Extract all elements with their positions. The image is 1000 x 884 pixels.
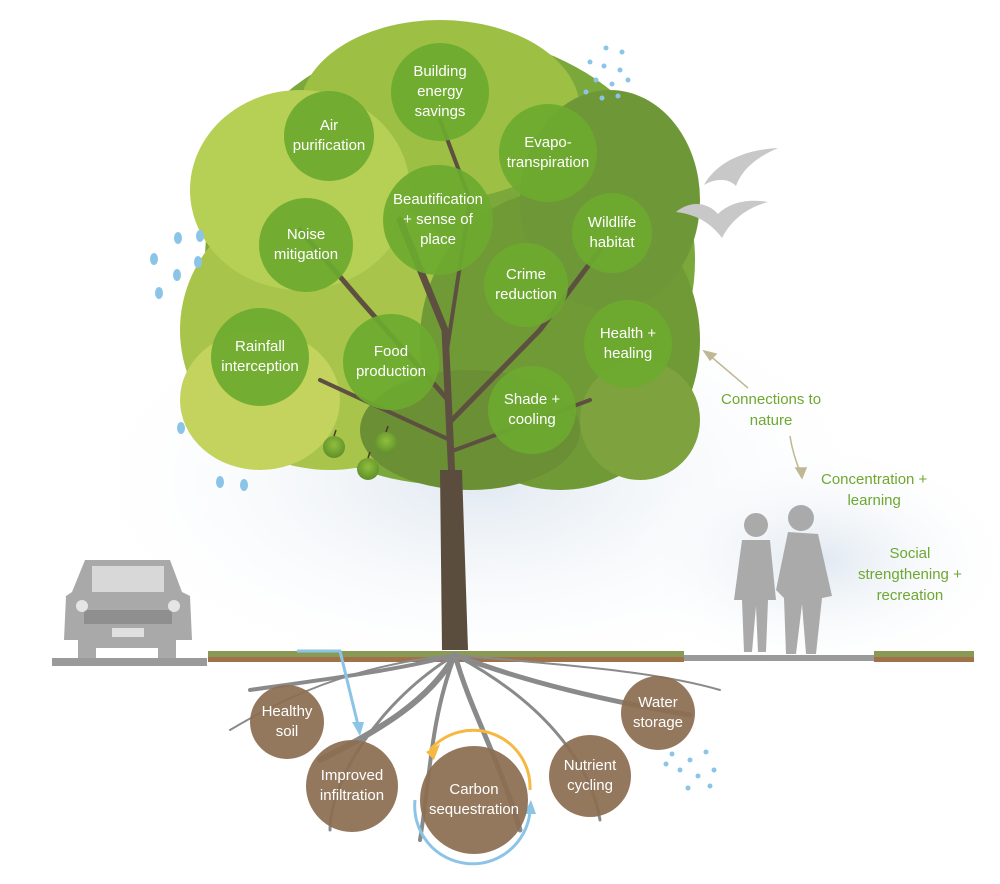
carbon-cycle-ring xyxy=(413,728,536,866)
improved-infiltration-bubble: Improved infiltration xyxy=(306,740,398,832)
shade-cooling-bubble: Shade + cooling xyxy=(488,366,576,454)
sidewalk xyxy=(684,655,874,661)
evapotranspiration-bubble: Evapo- transpiration xyxy=(499,104,597,202)
wildlife-habitat-bubble: Wildlife habitat xyxy=(572,193,652,273)
concentration-learning-label: Concentration + learning xyxy=(821,471,928,509)
social-strengthening-label: Social strengthening + recreation xyxy=(858,544,962,604)
road-surface xyxy=(52,658,207,666)
soil-strip-right xyxy=(874,657,974,662)
tree-trunk xyxy=(440,470,468,650)
air-purification-bubble: Air purification xyxy=(284,91,374,181)
grass-strip-right xyxy=(874,651,974,660)
connections-to-nature-label: Connections to nature xyxy=(721,391,822,429)
beautification-bubble: Beautification + sense of place xyxy=(383,165,493,275)
nature-arrows xyxy=(702,349,808,480)
building-energy-savings-bubble: Building energy savings xyxy=(391,43,489,141)
infiltration-arrow xyxy=(297,649,364,736)
crime-reduction-bubble: Crime reduction xyxy=(484,243,568,327)
nutrient-cycling-bubble: Nutrient cycling xyxy=(549,735,631,817)
rainfall-interception-bubble: Rainfall interception xyxy=(211,308,309,406)
carbon-sequestration-bubble: Carbon sequestration xyxy=(420,746,528,854)
healthy-soil-bubble: Healthy soil xyxy=(250,685,324,759)
people-silhouettes xyxy=(734,505,832,654)
vapor-dots-top xyxy=(583,45,631,101)
water-storage-bubble: Water storage xyxy=(621,676,695,750)
rain-drops-left xyxy=(150,230,248,491)
water-dots-soil xyxy=(663,749,717,791)
food-production-bubble: Food production xyxy=(343,314,439,410)
bird-silhouettes xyxy=(676,148,778,238)
car-silhouette xyxy=(64,560,192,658)
apples xyxy=(323,425,397,480)
health-healing-bubble: Health + healing xyxy=(584,300,672,388)
noise-mitigation-bubble: Noise mitigation xyxy=(259,198,353,292)
